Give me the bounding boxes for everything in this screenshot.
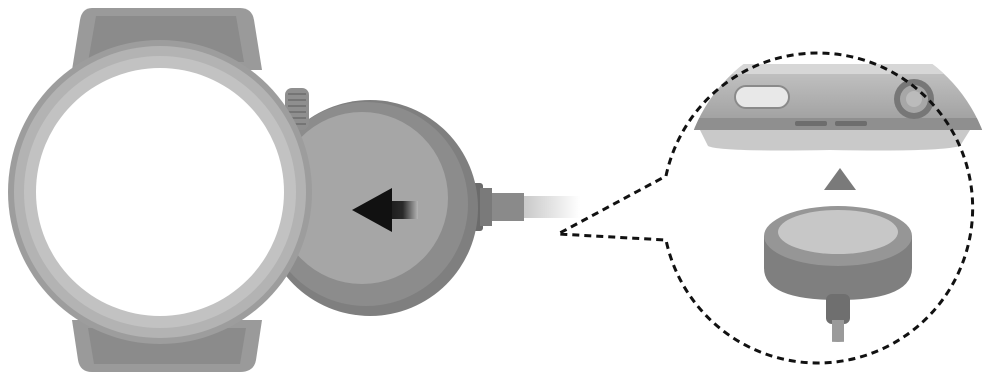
watch-side-view [683,64,992,151]
charger-puck [764,206,912,342]
smartwatch-front [8,40,312,344]
insert-arrow-icon [352,188,418,232]
zoom-callout-detail [556,51,992,365]
watch-screen [36,68,284,316]
alignment-triangle-icon [824,168,856,190]
callout-outline [556,51,975,365]
